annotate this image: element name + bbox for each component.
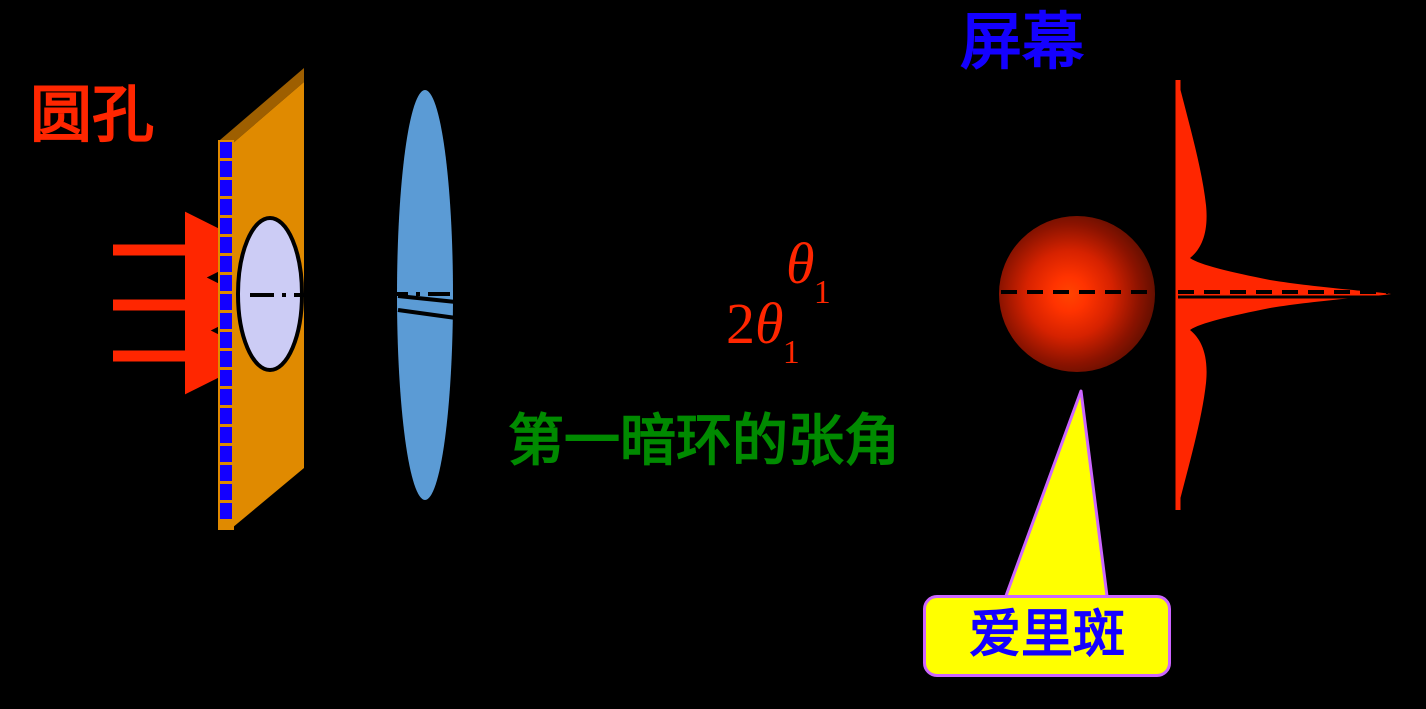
central-axis-dashed <box>1001 290 1391 299</box>
lens-body <box>397 90 453 500</box>
theta1-symbol: θ <box>786 231 815 296</box>
two-theta1-subscript: 1 <box>782 333 800 371</box>
optical-axis <box>250 292 452 297</box>
label-screen: 屏幕 <box>960 9 1085 77</box>
two-theta1-symbol: θ <box>755 291 784 356</box>
airy-spot-callout: 爱里斑 <box>923 595 1171 677</box>
incident-plane-wave-arrows <box>113 211 262 395</box>
diffraction-angle-rays <box>397 294 457 320</box>
converging-lens <box>397 90 453 500</box>
observation-screen-group <box>1175 80 1391 510</box>
callout-pointer <box>1001 389 1110 606</box>
two-theta1-coefficient: 2 <box>726 291 755 356</box>
aperture-plate-edge-stripes <box>220 142 232 519</box>
aperture-plate <box>218 68 304 530</box>
ray-lower-edge <box>397 308 457 320</box>
theta1-subscript: 1 <box>813 273 831 311</box>
aperture-plate-top-face <box>220 68 304 144</box>
label-theta1: θ1 <box>786 235 831 310</box>
airy-disk <box>999 216 1155 372</box>
label-circular-aperture: 圆孔 <box>30 82 155 150</box>
airy-spot-callout-label: 爱里斑 <box>968 607 1125 664</box>
label-two-theta1: 2θ1 <box>726 295 800 370</box>
label-first-dark-ring-angle: 第一暗环的张角 <box>508 411 900 473</box>
ray-upper-edge <box>397 294 457 304</box>
airy-disk-gradient <box>999 216 1155 372</box>
